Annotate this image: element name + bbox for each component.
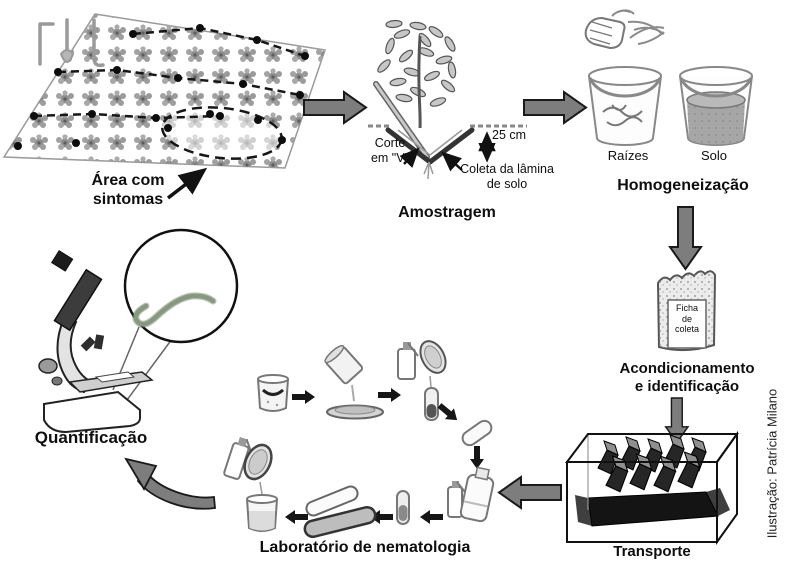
nematode-magnifier [123,228,239,344]
homogenization-label: Homogeneização [617,177,749,194]
bucket-roots [588,66,662,146]
homogenization-illustration [584,9,753,146]
flow-arrow-left-transport [498,476,562,509]
wash-bottle-sieve-icon [397,340,447,421]
credit-text: Ilustração: Patrícia Milano [764,388,780,539]
sieve-pair-icon [303,485,377,539]
sample-bag [657,270,716,352]
cut-label-arrow [399,147,420,168]
collection-card [667,299,707,349]
quantification-illustration [38,228,239,434]
soil-blade-label: Coleta da lâmina de solo [460,162,554,191]
microscope-icon [38,250,154,434]
sampling-tools-icon [38,18,105,68]
field-label: Área com sintomas [91,172,165,208]
blade-label-arrow [441,151,463,172]
lab-cycle-illustration [223,340,495,539]
small-tube-icon [396,490,410,525]
plant-crown [377,19,457,107]
magnifier-cone-line [126,338,173,401]
sample-beaker-icon [257,374,289,412]
sampling-points [14,24,309,150]
cut-label: Corte em "V" [370,136,410,165]
flow-arrow-down-2 [664,397,689,444]
flask-wash-bottle-icon [447,466,495,523]
sampling-illustration [368,19,527,180]
collection-card-label: Ficha de coleta [674,303,700,335]
roots-bucket-label: Raízes [607,148,649,163]
flow-arrow-curved-quantification [124,457,216,510]
bucket-soil [679,66,753,146]
packing-label: Acondicionamento e identificação [619,360,755,395]
soil-bucket-label: Solo [700,148,728,163]
cutting-stick [373,81,430,160]
flow-arrow-right-2 [523,91,587,124]
sampling-label: Amostragem [398,204,496,221]
final-beaker-icon [223,436,278,532]
field-label-arrow [166,167,208,200]
depth-label: 25 cm [492,128,527,142]
quantification-label: Quantificação [34,428,148,447]
flow-arrow-down-1 [669,206,702,270]
cooler-box [565,430,739,546]
tilted-tube-icon [461,419,493,447]
v-cut [385,127,475,180]
plant-stem [417,35,422,129]
flow-arrow-right-1 [303,91,367,124]
nematode-worm [133,293,216,327]
field-illustration [2,13,326,200]
pouring-dish-icon [324,344,384,420]
laboratory-label: Laboratório de nematologia [259,539,471,556]
hands-roots-icon [584,9,665,50]
transport-label: Transporte [613,543,691,560]
